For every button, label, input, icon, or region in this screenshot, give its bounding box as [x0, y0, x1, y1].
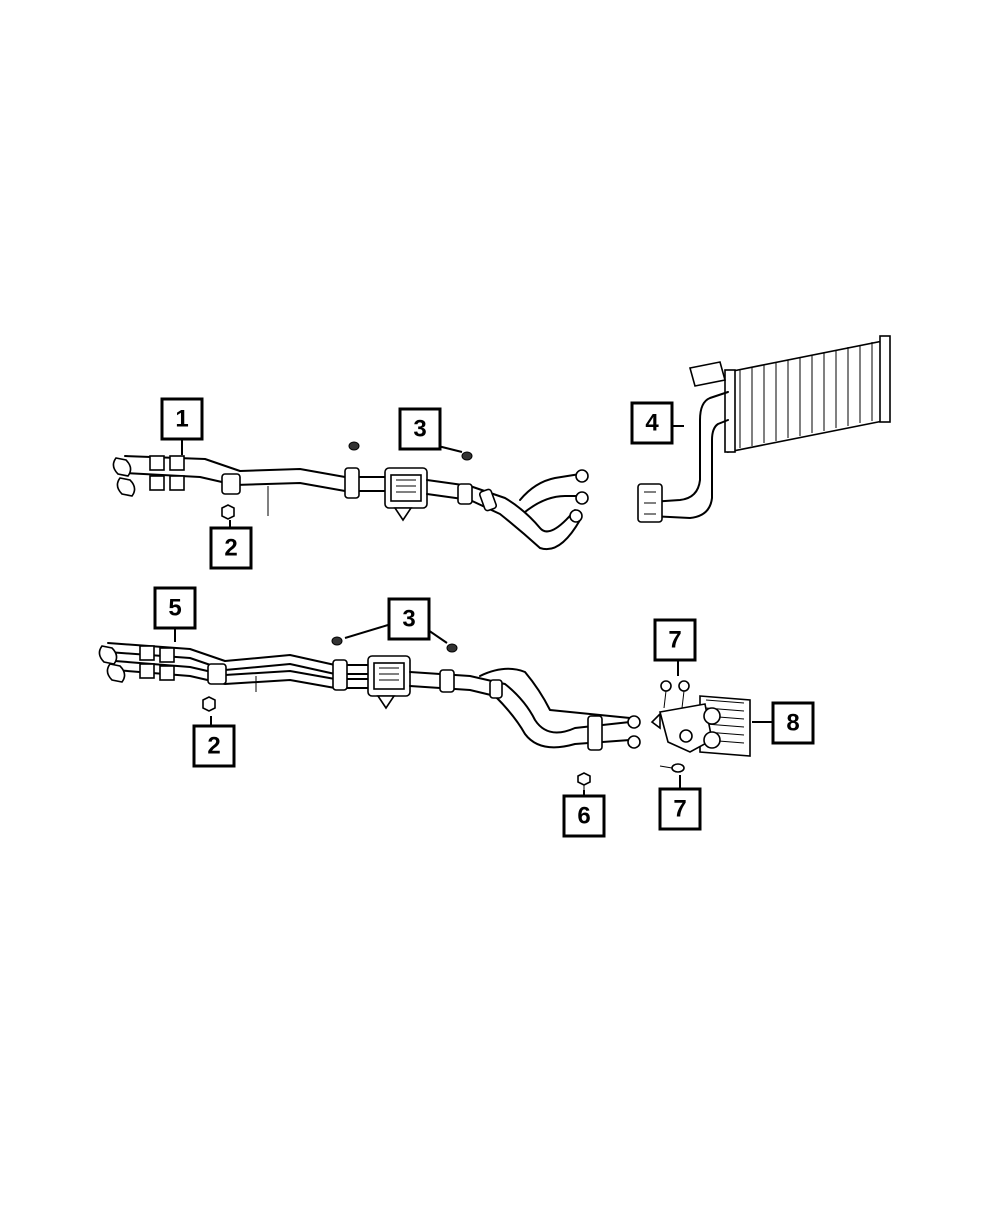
callout-8-label: 8 — [786, 710, 799, 737]
callout-7-upper-label: 7 — [668, 627, 681, 654]
callout-1: 1 — [160, 397, 204, 441]
callout-5-label: 5 — [168, 595, 181, 622]
callout-6-label: 6 — [577, 803, 590, 830]
transmission-oil-cooler — [637, 335, 891, 523]
callout-3-upper-label: 3 — [413, 416, 426, 443]
lower-cooler-line-assembly — [98, 636, 641, 795]
callout-4-label: 4 — [645, 410, 659, 437]
callout-2-upper-label: 2 — [224, 535, 237, 562]
callout-4: 4 — [630, 401, 674, 445]
callout-6: 6 — [562, 794, 606, 838]
callout-7-lower-label: 7 — [673, 796, 686, 823]
callout-3-upper: 3 — [398, 407, 442, 451]
callout-2-lower: 2 — [192, 724, 236, 768]
callout-1-label: 1 — [175, 406, 188, 433]
upper-cooler-line-assembly — [112, 441, 589, 551]
callout-2-lower-label: 2 — [207, 733, 220, 760]
callout-3-lower-label: 3 — [402, 606, 415, 633]
oil-heat-exchanger — [650, 680, 751, 773]
callout-7-lower: 7 — [658, 787, 702, 831]
callout-2-upper: 2 — [209, 526, 253, 570]
callout-7-upper: 7 — [653, 618, 697, 662]
callout-5: 5 — [153, 586, 197, 630]
callout-3-lower: 3 — [387, 597, 431, 641]
callout-8: 8 — [771, 701, 815, 745]
